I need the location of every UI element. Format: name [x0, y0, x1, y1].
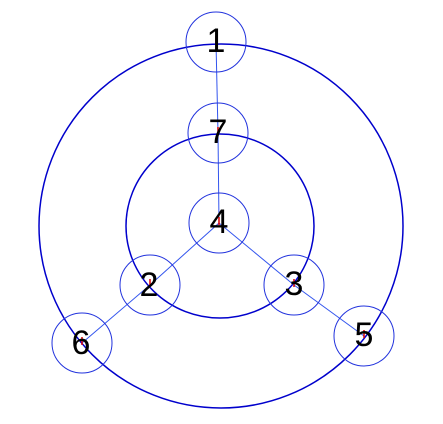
node-circle — [187, 102, 249, 164]
edge-4-2 — [149, 222, 220, 286]
node-circle — [263, 254, 325, 316]
node-label: 4 — [210, 203, 229, 241]
inner-ring — [125, 133, 315, 319]
node-label: 3 — [285, 265, 304, 303]
edge-group — [81, 41, 365, 344]
node-7[interactable]: 7 — [187, 102, 249, 164]
node-6[interactable]: 6 — [51, 312, 113, 374]
node-2[interactable]: 2 — [119, 254, 181, 316]
node-3[interactable]: 3 — [263, 254, 325, 316]
node-circle — [119, 254, 181, 316]
node-5[interactable]: 5 — [333, 305, 395, 367]
node-label: 6 — [72, 324, 91, 362]
node-circle — [188, 192, 250, 254]
node-4[interactable]: 4 — [188, 192, 250, 254]
node-label: 2 — [140, 266, 159, 304]
edge-4-3 — [218, 222, 295, 286]
edge-1-7 — [215, 41, 219, 134]
node-label: 7 — [209, 113, 228, 151]
node-label: 1 — [207, 22, 226, 60]
outer-ring — [38, 43, 404, 409]
node-circle — [51, 312, 113, 374]
node-circle — [185, 11, 247, 73]
edge-3-5 — [293, 284, 365, 337]
node-1[interactable]: 1 — [185, 11, 247, 73]
node-circle — [333, 305, 395, 367]
edge-2-6 — [81, 284, 151, 344]
node-label: 5 — [355, 316, 374, 354]
edge-7-4 — [217, 132, 220, 224]
